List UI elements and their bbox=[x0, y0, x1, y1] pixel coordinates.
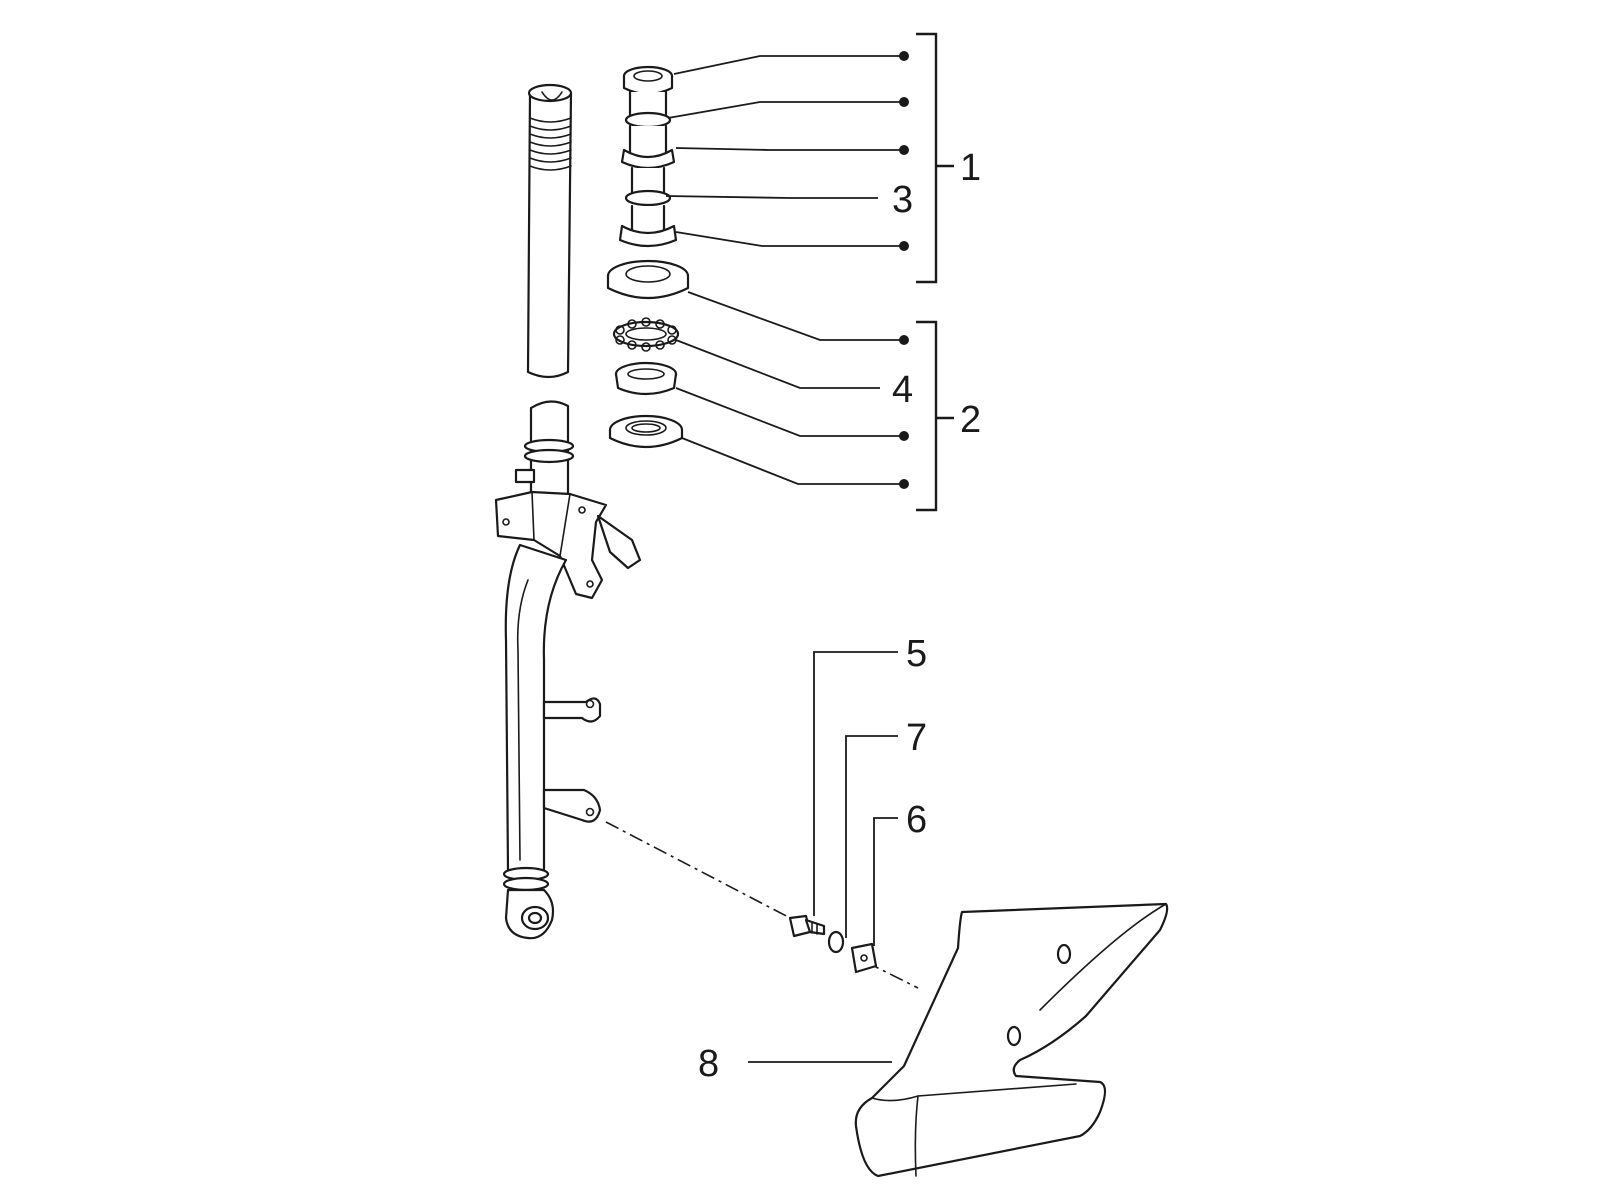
headset-stack bbox=[606, 65, 690, 448]
callout-3: 3 bbox=[892, 179, 913, 221]
callout-5: 5 bbox=[906, 633, 927, 675]
callout-8: 8 bbox=[698, 1043, 719, 1085]
callout-1: 1 bbox=[960, 147, 981, 189]
fastener-group bbox=[788, 914, 878, 974]
callout-6: 6 bbox=[906, 799, 927, 841]
steering-tube-upper bbox=[526, 83, 573, 379]
callout-2: 2 bbox=[960, 399, 981, 441]
leader-lines bbox=[605, 32, 954, 1063]
fork-assembly bbox=[494, 400, 642, 940]
front-cover-part bbox=[854, 902, 1169, 1178]
callout-7: 7 bbox=[906, 717, 927, 759]
callout-labels: 1 3 4 2 5 7 6 8 bbox=[698, 147, 981, 1085]
callout-4: 4 bbox=[892, 369, 913, 411]
